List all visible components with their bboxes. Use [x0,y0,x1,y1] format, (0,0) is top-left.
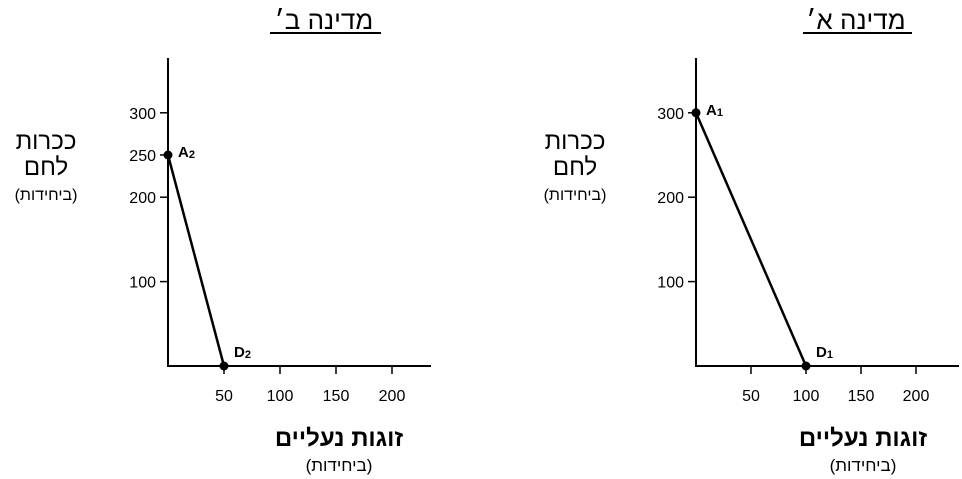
ppf-line [166,154,226,367]
point-label-subscript: 2 [189,149,195,161]
x-tick-label: 50 [215,388,233,405]
point-label-letter: D [816,344,827,361]
y-tick-label: 100 [129,275,156,292]
point-label-subscript: 1 [827,349,833,361]
x-tick-label: 200 [903,388,930,405]
y-axis-label-line1: ככרות [545,128,606,155]
y-tick-label: 200 [129,190,156,207]
point-marker [801,361,811,371]
y-tick-label: 250 [129,148,156,165]
x-tick-label: 150 [848,388,875,405]
x-ticks: 50 100 150 200 [215,366,405,405]
point-marker [219,361,229,371]
y-axis-label-line2: לחם [24,154,68,181]
y-tick-label: 300 [129,106,156,123]
x-axis-unit: (ביחידות) [830,456,897,475]
y-axis-label-line2: לחם [553,154,597,181]
x-tick-label: 150 [323,388,350,405]
x-tick-label: 100 [267,388,294,405]
ppf-line [694,112,808,367]
point-marker [163,150,173,160]
point-label: D2 [234,344,251,361]
point-label: A1 [706,102,723,119]
y-axis-unit: (ביחידות) [15,187,78,204]
point-label-letter: A [178,144,189,161]
point-label-subscript: 1 [717,107,723,119]
y-axis-label-line1: ככרות [16,128,77,155]
x-axis-label: זוגות נעליים [275,425,404,452]
point-label: D1 [816,344,833,361]
chart-title: מדינה ב׳ [275,5,373,35]
x-axis-unit: (ביחידות) [306,456,373,475]
y-tick-label: 300 [657,106,684,123]
y-tick-label: 200 [657,190,684,207]
point-label: A2 [178,144,195,161]
point-label-letter: A [706,102,717,119]
chart-title: מדינה א׳ [806,5,905,35]
y-tick-label: 100 [657,275,684,292]
y-axis-unit: (ביחידות) [544,187,607,204]
x-ticks: 50 100 150 200 [742,366,929,405]
y-ticks: 100 200 250 300 [129,106,168,292]
x-tick-label: 200 [379,388,406,405]
point-marker [691,108,701,118]
y-ticks: 100 200 300 [657,106,696,292]
chart-country-a: מדינה א׳ ככרות לחם (ביחידות) 100 200 300 5… [544,5,959,475]
series [166,154,226,367]
x-tick-label: 50 [742,388,760,405]
series [694,112,808,367]
chart-country-b: מדינה ב׳ ככרות לחם (ביחידות) 10020025030… [15,5,431,475]
x-axis-label: זוגות נעליים [799,425,928,452]
point-label-letter: D [234,344,245,361]
x-tick-label: 100 [793,388,820,405]
point-label-subscript: 2 [245,349,251,361]
